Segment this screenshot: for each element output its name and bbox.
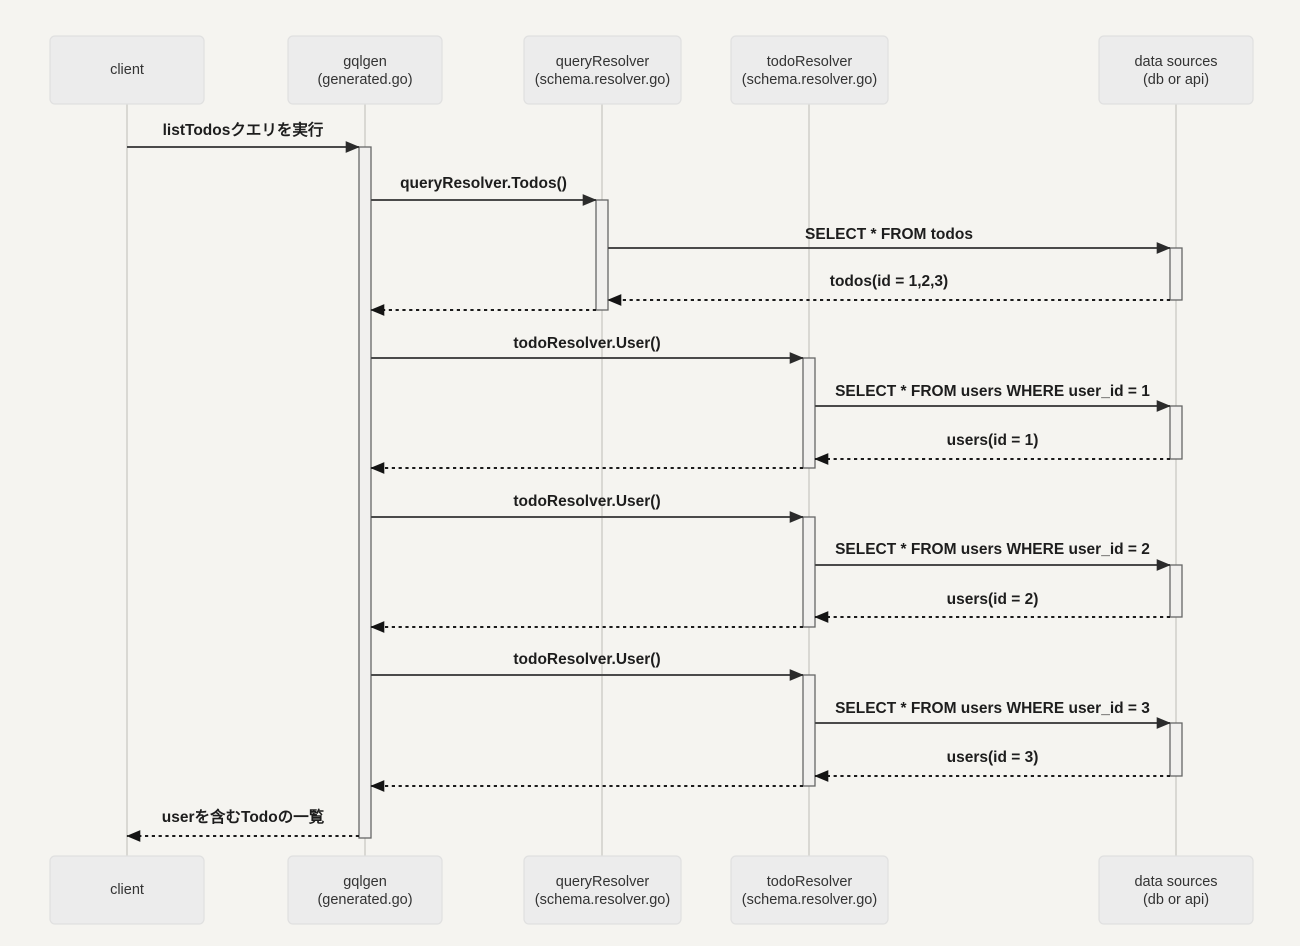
- participant-box: [49, 855, 205, 925]
- participant-client-top[interactable]: client: [49, 35, 205, 105]
- message-m14: todoResolver.User(): [371, 651, 804, 681]
- participant-box: [287, 855, 443, 925]
- participant-label-line2: (generated.go): [317, 892, 412, 908]
- message-label: todoResolver.User(): [513, 651, 660, 668]
- participant-label-line1: queryResolver: [556, 54, 650, 70]
- message-label: listTodosクエリを実行: [163, 120, 324, 139]
- activation-bar-dataSources: [1169, 564, 1183, 618]
- participant-label-line1: gqlgen: [343, 54, 387, 70]
- message-m10: todoResolver.User(): [371, 493, 804, 523]
- activation-bar-dataSources: [1169, 247, 1183, 301]
- participant-box: [730, 855, 889, 925]
- participant-box: [1098, 35, 1254, 105]
- participant-box: [287, 35, 443, 105]
- participant-label-line2: (generated.go): [317, 72, 412, 88]
- message-m4: todos(id = 1,2,3): [607, 273, 1170, 306]
- participant-box: [49, 35, 205, 105]
- message-label: queryResolver.Todos(): [400, 175, 567, 192]
- participant-box: [523, 35, 682, 105]
- message-m7: SELECT * FROM users WHERE user_id = 1: [815, 383, 1171, 412]
- participant-label-line1: data sources: [1134, 54, 1217, 70]
- message-m11: SELECT * FROM users WHERE user_id = 2: [815, 541, 1171, 571]
- participant-label-line1: todoResolver: [767, 874, 853, 890]
- activation-bar-queryResolver: [595, 199, 609, 311]
- message-m15: SELECT * FROM users WHERE user_id = 3: [815, 700, 1171, 729]
- activation-bar-dataSources: [1169, 722, 1183, 777]
- activation-bar-dataSources: [1169, 405, 1183, 460]
- participant-label-line1: client: [110, 62, 144, 78]
- message-m6: todoResolver.User(): [371, 335, 804, 364]
- lifelines-layer: [126, 104, 1177, 856]
- participant-box: [1098, 855, 1254, 925]
- participant-label-line1: data sources: [1134, 874, 1217, 890]
- participant-label-line2: (schema.resolver.go): [535, 892, 670, 908]
- message-m16: users(id = 3): [814, 749, 1170, 782]
- activation-bar-todoResolver: [802, 674, 816, 787]
- message-label: todoResolver.User(): [513, 493, 660, 510]
- participant-todoResolver-top[interactable]: todoResolver (schema.resolver.go): [730, 35, 889, 105]
- participant-label-line2: (db or api): [1143, 892, 1209, 908]
- participant-gqlgen-bottom[interactable]: gqlgen (generated.go): [287, 855, 443, 925]
- participant-label-line2: (schema.resolver.go): [742, 72, 877, 88]
- message-m1: listTodosクエリを実行: [127, 120, 360, 153]
- message-label: users(id = 2): [947, 591, 1039, 608]
- activation-bar-todoResolver: [802, 357, 816, 469]
- participant-gqlgen-top[interactable]: gqlgen (generated.go): [287, 35, 443, 105]
- participant-queryResolver-bottom[interactable]: queryResolver (schema.resolver.go): [523, 855, 682, 925]
- message-m18: userを含むTodoの一覧: [126, 807, 359, 842]
- participant-queryResolver-top[interactable]: queryResolver (schema.resolver.go): [523, 35, 682, 105]
- message-label: todos(id = 1,2,3): [830, 273, 948, 290]
- participant-boxes-top: client gqlgen (generated.go) queryResolver (…: [49, 35, 1254, 105]
- participant-todoResolver-bottom[interactable]: todoResolver (schema.resolver.go): [730, 855, 889, 925]
- message-label: SELECT * FROM users WHERE user_id = 1: [835, 383, 1150, 400]
- participant-dataSources-top[interactable]: data sources (db or api): [1098, 35, 1254, 105]
- participant-box: [730, 35, 889, 105]
- participant-dataSources-bottom[interactable]: data sources (db or api): [1098, 855, 1254, 925]
- participant-label-line1: queryResolver: [556, 874, 650, 890]
- participant-boxes-bottom: client gqlgen (generated.go) queryResolver (…: [49, 855, 1254, 925]
- activation-bar-gqlgen: [358, 146, 372, 839]
- activation-bar-todoResolver: [802, 516, 816, 628]
- participant-client-bottom[interactable]: client: [49, 855, 205, 925]
- message-label: SELECT * FROM users WHERE user_id = 3: [835, 700, 1150, 717]
- participant-box: [523, 855, 682, 925]
- message-m3: SELECT * FROM todos: [608, 226, 1171, 254]
- participant-label-line1: gqlgen: [343, 874, 387, 890]
- message-label: SELECT * FROM users WHERE user_id = 2: [835, 541, 1150, 558]
- message-label: users(id = 1): [947, 432, 1039, 449]
- message-label: userを含むTodoの一覧: [162, 807, 325, 826]
- message-m2: queryResolver.Todos(): [371, 175, 597, 206]
- message-label: todoResolver.User(): [513, 335, 660, 352]
- participant-label-line1: client: [110, 882, 144, 898]
- messages-layer: listTodosクエリを実行 queryResolver.Todos() SELE…: [126, 120, 1171, 842]
- message-label: users(id = 3): [947, 749, 1039, 766]
- participant-label-line2: (db or api): [1143, 72, 1209, 88]
- participant-label-line2: (schema.resolver.go): [742, 892, 877, 908]
- participant-label-line2: (schema.resolver.go): [535, 72, 670, 88]
- message-m12: users(id = 2): [814, 591, 1170, 623]
- message-label: SELECT * FROM todos: [805, 226, 973, 243]
- participant-label-line1: todoResolver: [767, 54, 853, 70]
- message-m8: users(id = 1): [814, 432, 1170, 465]
- activations-layer: [358, 146, 1183, 839]
